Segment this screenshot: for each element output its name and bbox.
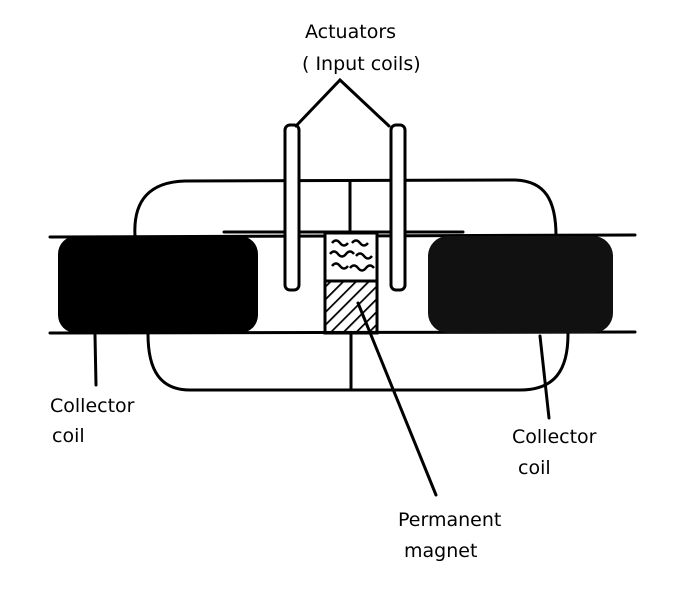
collector-left-leader <box>93 333 98 387</box>
magnet-wavy-texture <box>329 239 375 272</box>
input-coils-label: ( Input coils) <box>302 53 421 75</box>
magnet-hatched-half <box>323 279 379 335</box>
permanent-magnet-label: Permanent <box>398 509 501 531</box>
collector-coil-left-label-2: coil <box>52 425 85 447</box>
collector-coil-right-label: Collector <box>512 426 597 448</box>
collector-coil-left-label: Collector <box>50 395 135 417</box>
actuators-label: Actuators <box>305 21 396 43</box>
collector-coil-right <box>428 236 613 333</box>
collector-coil-right-label-2: coil <box>518 457 551 479</box>
collector-coil-left <box>58 236 258 333</box>
actuator-leader <box>294 77 391 128</box>
magnet-leader <box>356 301 438 497</box>
lower-loop <box>146 332 570 392</box>
permanent-magnet-label-2: magnet <box>404 540 477 562</box>
collector-right-leader <box>538 334 551 420</box>
upper-loop <box>133 178 558 238</box>
actuator-rod-right <box>389 123 407 292</box>
actuator-rod-left <box>283 123 301 292</box>
